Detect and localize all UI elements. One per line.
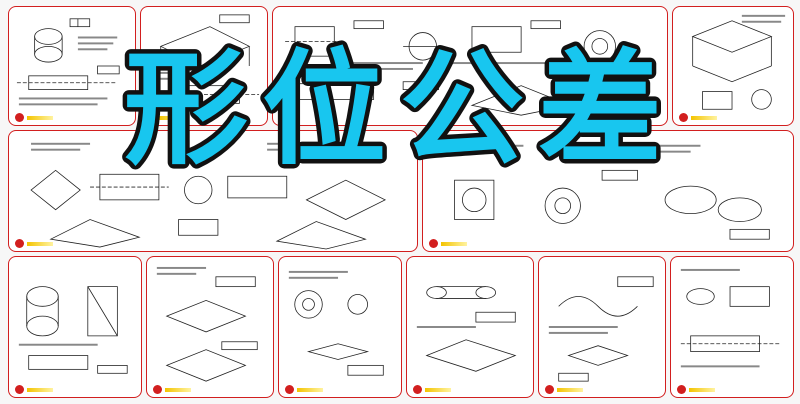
reference-sheet-10 <box>406 256 534 398</box>
sheet-illustration <box>285 20 640 116</box>
headline: 形位公差 <box>0 40 800 172</box>
reference-sheet-4 <box>672 6 794 126</box>
sheet-illustration <box>548 276 654 382</box>
sheet-caption <box>677 385 715 394</box>
sheet-caption <box>285 385 323 394</box>
sheet-illustration <box>18 286 128 374</box>
sheet-caption <box>147 113 185 122</box>
reference-sheet-6 <box>422 130 794 252</box>
headline-svg: 形位公差 <box>119 40 676 172</box>
sheet-caption <box>429 239 467 248</box>
reference-sheet-9 <box>278 256 402 398</box>
reference-sheet-8 <box>146 256 274 398</box>
sheet-illustration <box>16 18 120 106</box>
sheet-illustration <box>680 268 780 368</box>
reference-sheet-11 <box>538 256 666 398</box>
sheet-illustration <box>30 142 387 250</box>
sheet-caption <box>15 113 53 122</box>
sheet-illustration <box>444 144 770 240</box>
reference-sheet-7 <box>8 256 142 398</box>
sheet-caption <box>15 239 53 248</box>
reference-sheet-5 <box>8 130 418 252</box>
reference-sheet-3 <box>272 6 668 126</box>
reference-sheet-12 <box>670 256 794 398</box>
sheet-caption <box>15 385 53 394</box>
reference-sheet-1 <box>8 6 136 126</box>
sheet-caption <box>545 385 583 394</box>
sheet-caption <box>679 113 717 122</box>
sheet-illustration <box>691 14 786 110</box>
sheet-illustration <box>288 270 384 376</box>
sheet-illustration <box>148 14 260 104</box>
sheet-illustration <box>156 266 258 382</box>
sheet-caption <box>153 385 191 394</box>
sheet-caption <box>413 385 451 394</box>
headline-text: 形位公差 <box>124 40 676 172</box>
sheet-illustration <box>416 286 517 372</box>
reference-sheet-2 <box>140 6 268 126</box>
